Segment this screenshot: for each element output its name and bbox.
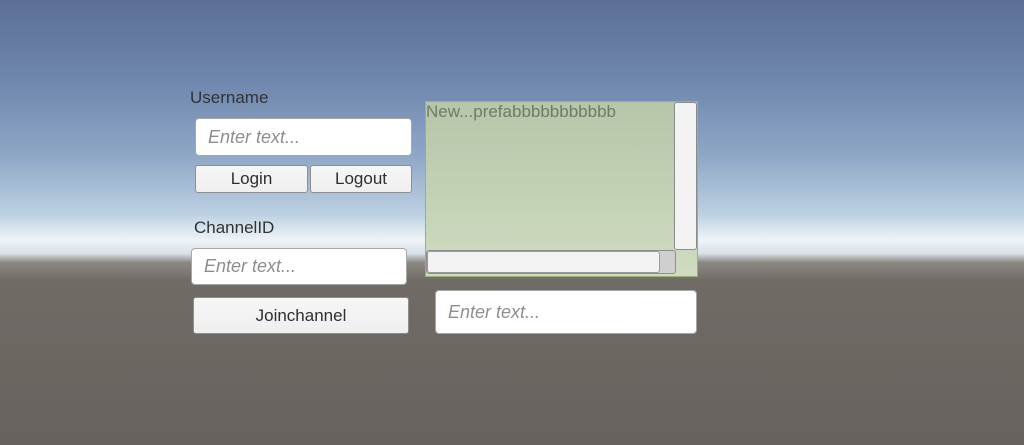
channel-id-label: ChannelID: [194, 218, 275, 237]
channel-id-input[interactable]: [191, 248, 407, 285]
vertical-scrollbar-handle[interactable]: [674, 102, 697, 250]
username-label: Username: [190, 88, 269, 107]
message-scroll-view[interactable]: New...prefabbbbbbbbbbb: [425, 101, 698, 277]
logout-button-label: Logout: [335, 169, 387, 188]
horizontal-scrollbar-handle[interactable]: [427, 251, 660, 273]
message-input[interactable]: [435, 290, 697, 334]
join-channel-button-label: Joinchannel: [255, 305, 347, 325]
logout-button[interactable]: Logout: [310, 165, 412, 193]
horizontal-scrollbar[interactable]: [426, 250, 676, 274]
message-scroll-text: New...prefabbbbbbbbbbb: [426, 102, 616, 121]
username-input[interactable]: [195, 118, 412, 156]
login-button-label: Login: [230, 169, 273, 188]
login-button[interactable]: Login: [195, 165, 308, 193]
join-channel-button[interactable]: Joinchannel: [193, 297, 409, 334]
